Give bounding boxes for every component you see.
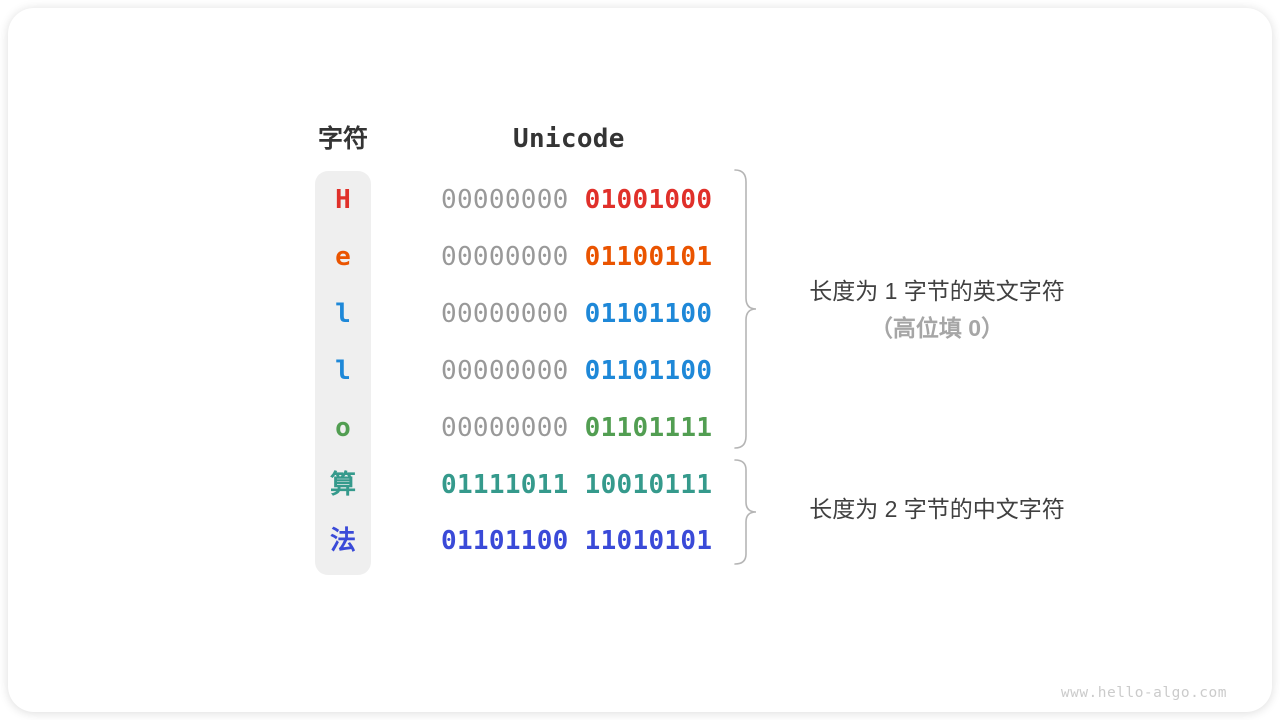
char-cell: H <box>335 185 351 215</box>
one-byte-annotation-line2: （高位填 0） <box>869 315 1005 341</box>
low-byte: 01101100 <box>584 356 713 386</box>
char-cell: l <box>335 356 351 386</box>
unicode-binary: 00000000 01101100 <box>441 294 712 334</box>
one-byte-annotation: 长度为 1 字节的英文字符 （高位填 0） <box>765 276 1109 343</box>
two-byte-group-brace <box>734 459 757 565</box>
char-cell: 算 <box>329 470 356 500</box>
char-cell: l <box>335 299 351 329</box>
low-byte: 01101111 <box>584 413 713 443</box>
low-byte: 11010101 <box>584 526 713 556</box>
high-byte: 00000000 <box>441 242 569 272</box>
high-byte: 01101100 <box>441 526 569 556</box>
unicode-column-header: Unicode <box>513 124 625 154</box>
high-byte: 01111011 <box>441 470 569 500</box>
char-cell: o <box>335 413 351 443</box>
high-byte: 00000000 <box>441 413 569 443</box>
unicode-binary: 01101100 11010101 <box>441 521 712 561</box>
one-byte-group-brace <box>734 169 757 449</box>
unicode-binary: 00000000 01001000 <box>441 180 712 220</box>
unicode-binary: 00000000 01100101 <box>441 237 712 277</box>
char-cell: e <box>335 242 351 272</box>
one-byte-annotation-line1: 长度为 1 字节的英文字符 <box>809 278 1065 304</box>
high-byte: 00000000 <box>441 185 569 215</box>
low-byte: 01100101 <box>584 242 713 272</box>
char-cell: 法 <box>329 526 356 556</box>
figure-card: 字符 Unicode H 00000000 01001000 e 00000000… <box>8 8 1272 712</box>
low-byte: 10010111 <box>584 470 713 500</box>
two-byte-annotation: 长度为 2 字节的中文字符 <box>809 496 1065 522</box>
high-byte: 00000000 <box>441 299 569 329</box>
high-byte: 00000000 <box>441 356 569 386</box>
unicode-binary: 00000000 01101111 <box>441 408 712 448</box>
char-column-background <box>315 171 371 575</box>
unicode-binary: 00000000 01101100 <box>441 351 712 391</box>
low-byte: 01101100 <box>584 299 713 329</box>
char-column-header: 字符 <box>317 125 368 153</box>
watermark: www.hello-algo.com <box>1060 685 1227 701</box>
unicode-binary: 01111011 10010111 <box>441 465 712 505</box>
low-byte: 01001000 <box>584 185 713 215</box>
